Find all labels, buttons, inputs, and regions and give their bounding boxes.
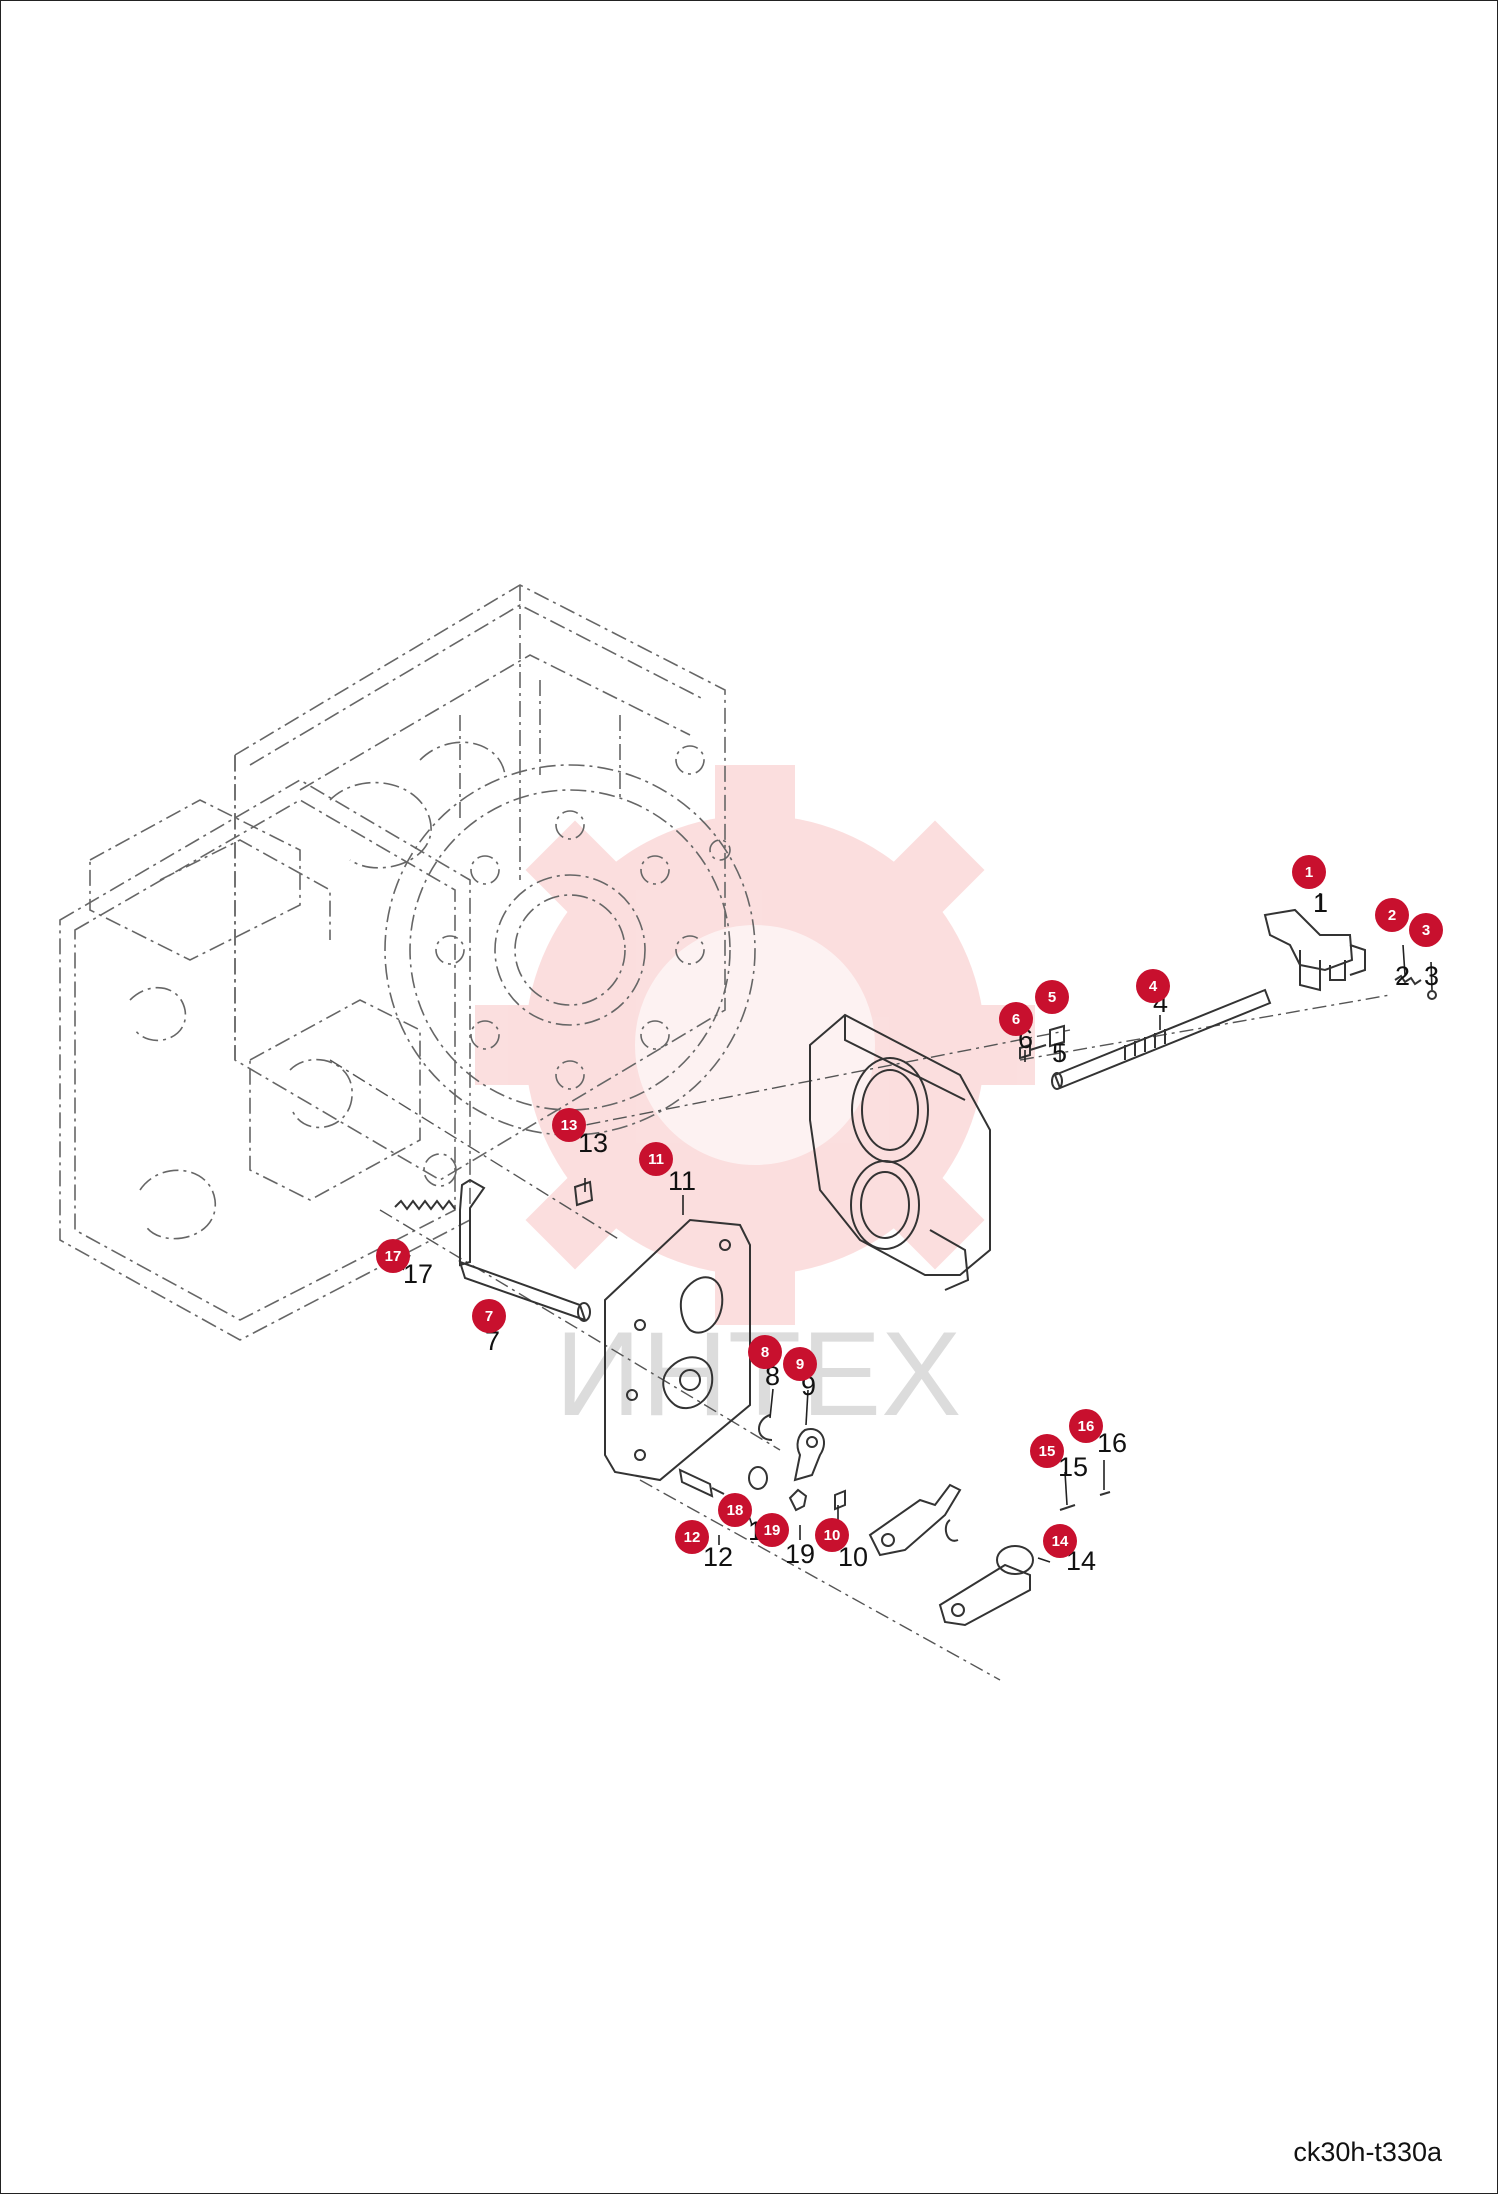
callout-badge-10[interactable]: 10 <box>815 1518 849 1552</box>
callout-badge-15[interactable]: 15 <box>1030 1434 1064 1468</box>
callout-badge-1[interactable]: 1 <box>1292 855 1326 889</box>
cover-plate <box>604 1218 751 1482</box>
callout-badge-16[interactable]: 16 <box>1069 1409 1103 1443</box>
leader-lines <box>402 893 1433 1563</box>
svg-text:1: 1 <box>1305 864 1313 881</box>
svg-text:2: 2 <box>1388 907 1396 924</box>
svg-text:12: 12 <box>684 1529 701 1546</box>
lever-arm-14 <box>938 1545 1034 1627</box>
part-number-3: 3 <box>1424 961 1439 991</box>
callout-badge-13[interactable]: 13 <box>552 1108 586 1142</box>
callout-badge-18[interactable]: 18 <box>718 1493 752 1527</box>
transmission-housing <box>59 584 756 1341</box>
callout-badge-8[interactable]: 8 <box>748 1335 782 1369</box>
svg-text:10: 10 <box>824 1527 841 1544</box>
part-number-5: 5 <box>1052 1038 1067 1068</box>
callout-badge-4[interactable]: 4 <box>1136 969 1170 1003</box>
watermark-text: ИНТЕХ <box>555 1307 961 1441</box>
svg-text:6: 6 <box>1012 1011 1020 1028</box>
callout-badge-14[interactable]: 14 <box>1043 1524 1077 1558</box>
callout-badge-9[interactable]: 9 <box>783 1347 817 1381</box>
svg-text:3: 3 <box>1422 922 1430 939</box>
svg-text:16: 16 <box>1078 1418 1095 1435</box>
part-number-17: 17 <box>403 1259 433 1289</box>
part-number-2: 2 <box>1395 961 1410 991</box>
svg-text:13: 13 <box>561 1117 578 1134</box>
snap-ring-8 <box>758 1414 773 1441</box>
detent-ball <box>1427 990 1437 1000</box>
svg-text:5: 5 <box>1048 989 1056 1006</box>
linkage-arm <box>868 1483 962 1557</box>
pin-16 <box>1099 1491 1111 1496</box>
shift-lever-shaft <box>458 1178 591 1322</box>
svg-text:14: 14 <box>1052 1533 1069 1550</box>
callout-badge-17[interactable]: 17 <box>376 1239 410 1273</box>
drawing-code: ck30h-t330a <box>1293 2137 1442 2167</box>
pin-15 <box>1059 1504 1076 1511</box>
part-number-1: 1 <box>1313 888 1328 918</box>
svg-text:9: 9 <box>796 1356 804 1373</box>
bolt-10 <box>834 1489 846 1511</box>
svg-text:7: 7 <box>485 1308 493 1325</box>
bearing-housing <box>809 1013 991 1291</box>
svg-text:19: 19 <box>764 1522 781 1539</box>
svg-text:18: 18 <box>727 1502 744 1519</box>
part-number-7: 7 <box>485 1326 500 1356</box>
watermark-gear-hole <box>635 925 875 1165</box>
callout-badges: 1 2 3 4 5 6 7 8 <box>376 855 1443 1558</box>
part-number-11: 11 <box>668 1166 696 1196</box>
callout-badge-11[interactable]: 11 <box>639 1142 673 1176</box>
part-number-15: 15 <box>1058 1452 1088 1482</box>
callout-badge-3[interactable]: 3 <box>1409 913 1443 947</box>
callout-badge-12[interactable]: 12 <box>675 1520 709 1554</box>
assembly-axes <box>329 994 1391 1681</box>
bolt-12 <box>678 1468 725 1498</box>
callout-badge-19[interactable]: 19 <box>755 1513 789 1547</box>
svg-text:15: 15 <box>1039 1443 1056 1460</box>
bolt-19 <box>788 1488 808 1512</box>
spring-17 <box>394 1199 456 1211</box>
callout-badge-6[interactable]: 6 <box>999 1002 1033 1036</box>
part-number-12: 12 <box>703 1542 733 1572</box>
svg-text:11: 11 <box>648 1151 664 1168</box>
shift-rod <box>1051 988 1272 1090</box>
lock-plate <box>1049 1024 1065 1048</box>
callout-badge-5[interactable]: 5 <box>1035 980 1069 1014</box>
svg-text:17: 17 <box>385 1248 402 1265</box>
set-bolt <box>1019 1043 1047 1060</box>
callout-badge-7[interactable]: 7 <box>472 1299 506 1333</box>
svg-text:8: 8 <box>761 1344 769 1361</box>
svg-text:4: 4 <box>1149 978 1158 995</box>
part-number-19: 19 <box>785 1539 815 1569</box>
callout-badge-2[interactable]: 2 <box>1375 898 1409 932</box>
detent-spring <box>1394 974 1422 986</box>
shift-fork <box>1263 908 1366 992</box>
part-number-16: 16 <box>1097 1428 1127 1458</box>
lever-9 <box>793 1428 825 1482</box>
washer-18 <box>748 1466 768 1490</box>
